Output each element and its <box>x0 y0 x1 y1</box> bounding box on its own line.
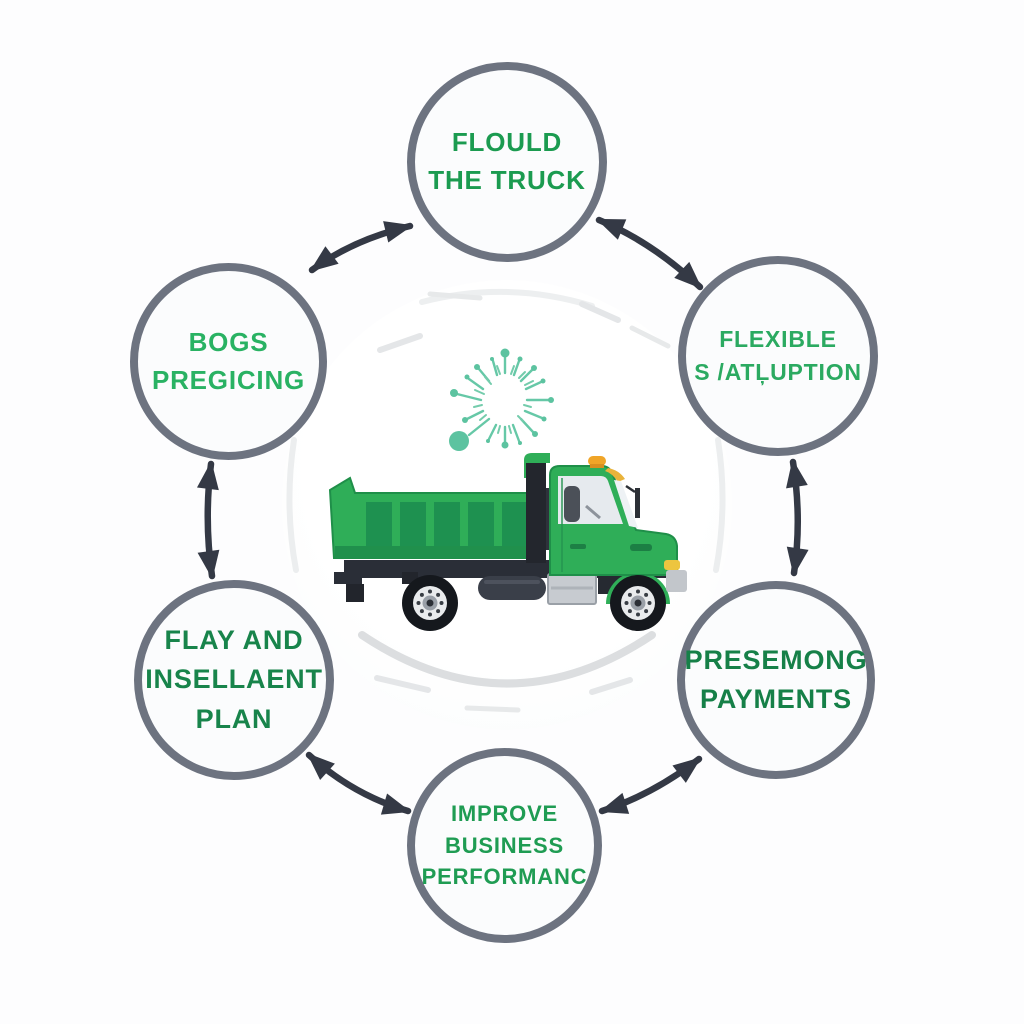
arrow-right-bottomright <box>786 458 809 577</box>
truck-front-wheel <box>610 575 666 631</box>
node-label-line: INSELLAENT <box>145 664 323 695</box>
node-label-line: PREGICING <box>151 364 306 395</box>
node-business-performance: IMPROVE BUSINESS PERFORMANC <box>407 748 602 943</box>
node-label-line: BOGS <box>188 326 269 357</box>
arrow-left-bottomleft <box>196 460 220 580</box>
node-bogs-pricing: BOGS PREGICING <box>130 263 327 460</box>
node-label-line: FLEXIBLE <box>719 325 837 352</box>
node-label-line: FLAY AND <box>164 625 304 656</box>
node-label-line: IMPROVE <box>450 800 559 826</box>
arrow-bottomleft-bottom <box>305 751 412 815</box>
node-label-line: S /ATĻUPTION <box>694 359 862 385</box>
node-fund-the-truck: FLOULD THE TRUCK <box>407 62 607 262</box>
node-label-line: PLAN <box>195 703 273 734</box>
arrow-top-right <box>595 216 704 291</box>
truck-cab <box>549 456 687 592</box>
arrow-bottom-bottomright <box>598 755 703 815</box>
node-flexible-solution: FLEXIBLE S /ATĻUPTION <box>678 256 878 456</box>
node-label-line: PRESEMONG <box>684 644 868 675</box>
node-label-line: FLOULD <box>451 127 563 158</box>
arrow-left-top <box>308 221 414 274</box>
node-label-line: PERFORMANC <box>421 864 588 890</box>
node-payments: PRESEMONG PAYMENTS <box>677 581 875 779</box>
dump-truck-illustration <box>328 453 687 631</box>
truck-dump-bed <box>328 476 537 559</box>
node-label-line: THE TRUCK <box>428 165 586 195</box>
node-installment-plan: FLAY AND INSELLAENT PLAN <box>134 580 334 780</box>
center-circle-texture <box>286 288 726 713</box>
node-label-line: BUSINESS <box>445 832 564 858</box>
node-label-line: PAYMENTS <box>700 684 852 714</box>
tech-sunburst-icon <box>449 348 554 451</box>
truck-rear-wheel <box>402 575 458 631</box>
